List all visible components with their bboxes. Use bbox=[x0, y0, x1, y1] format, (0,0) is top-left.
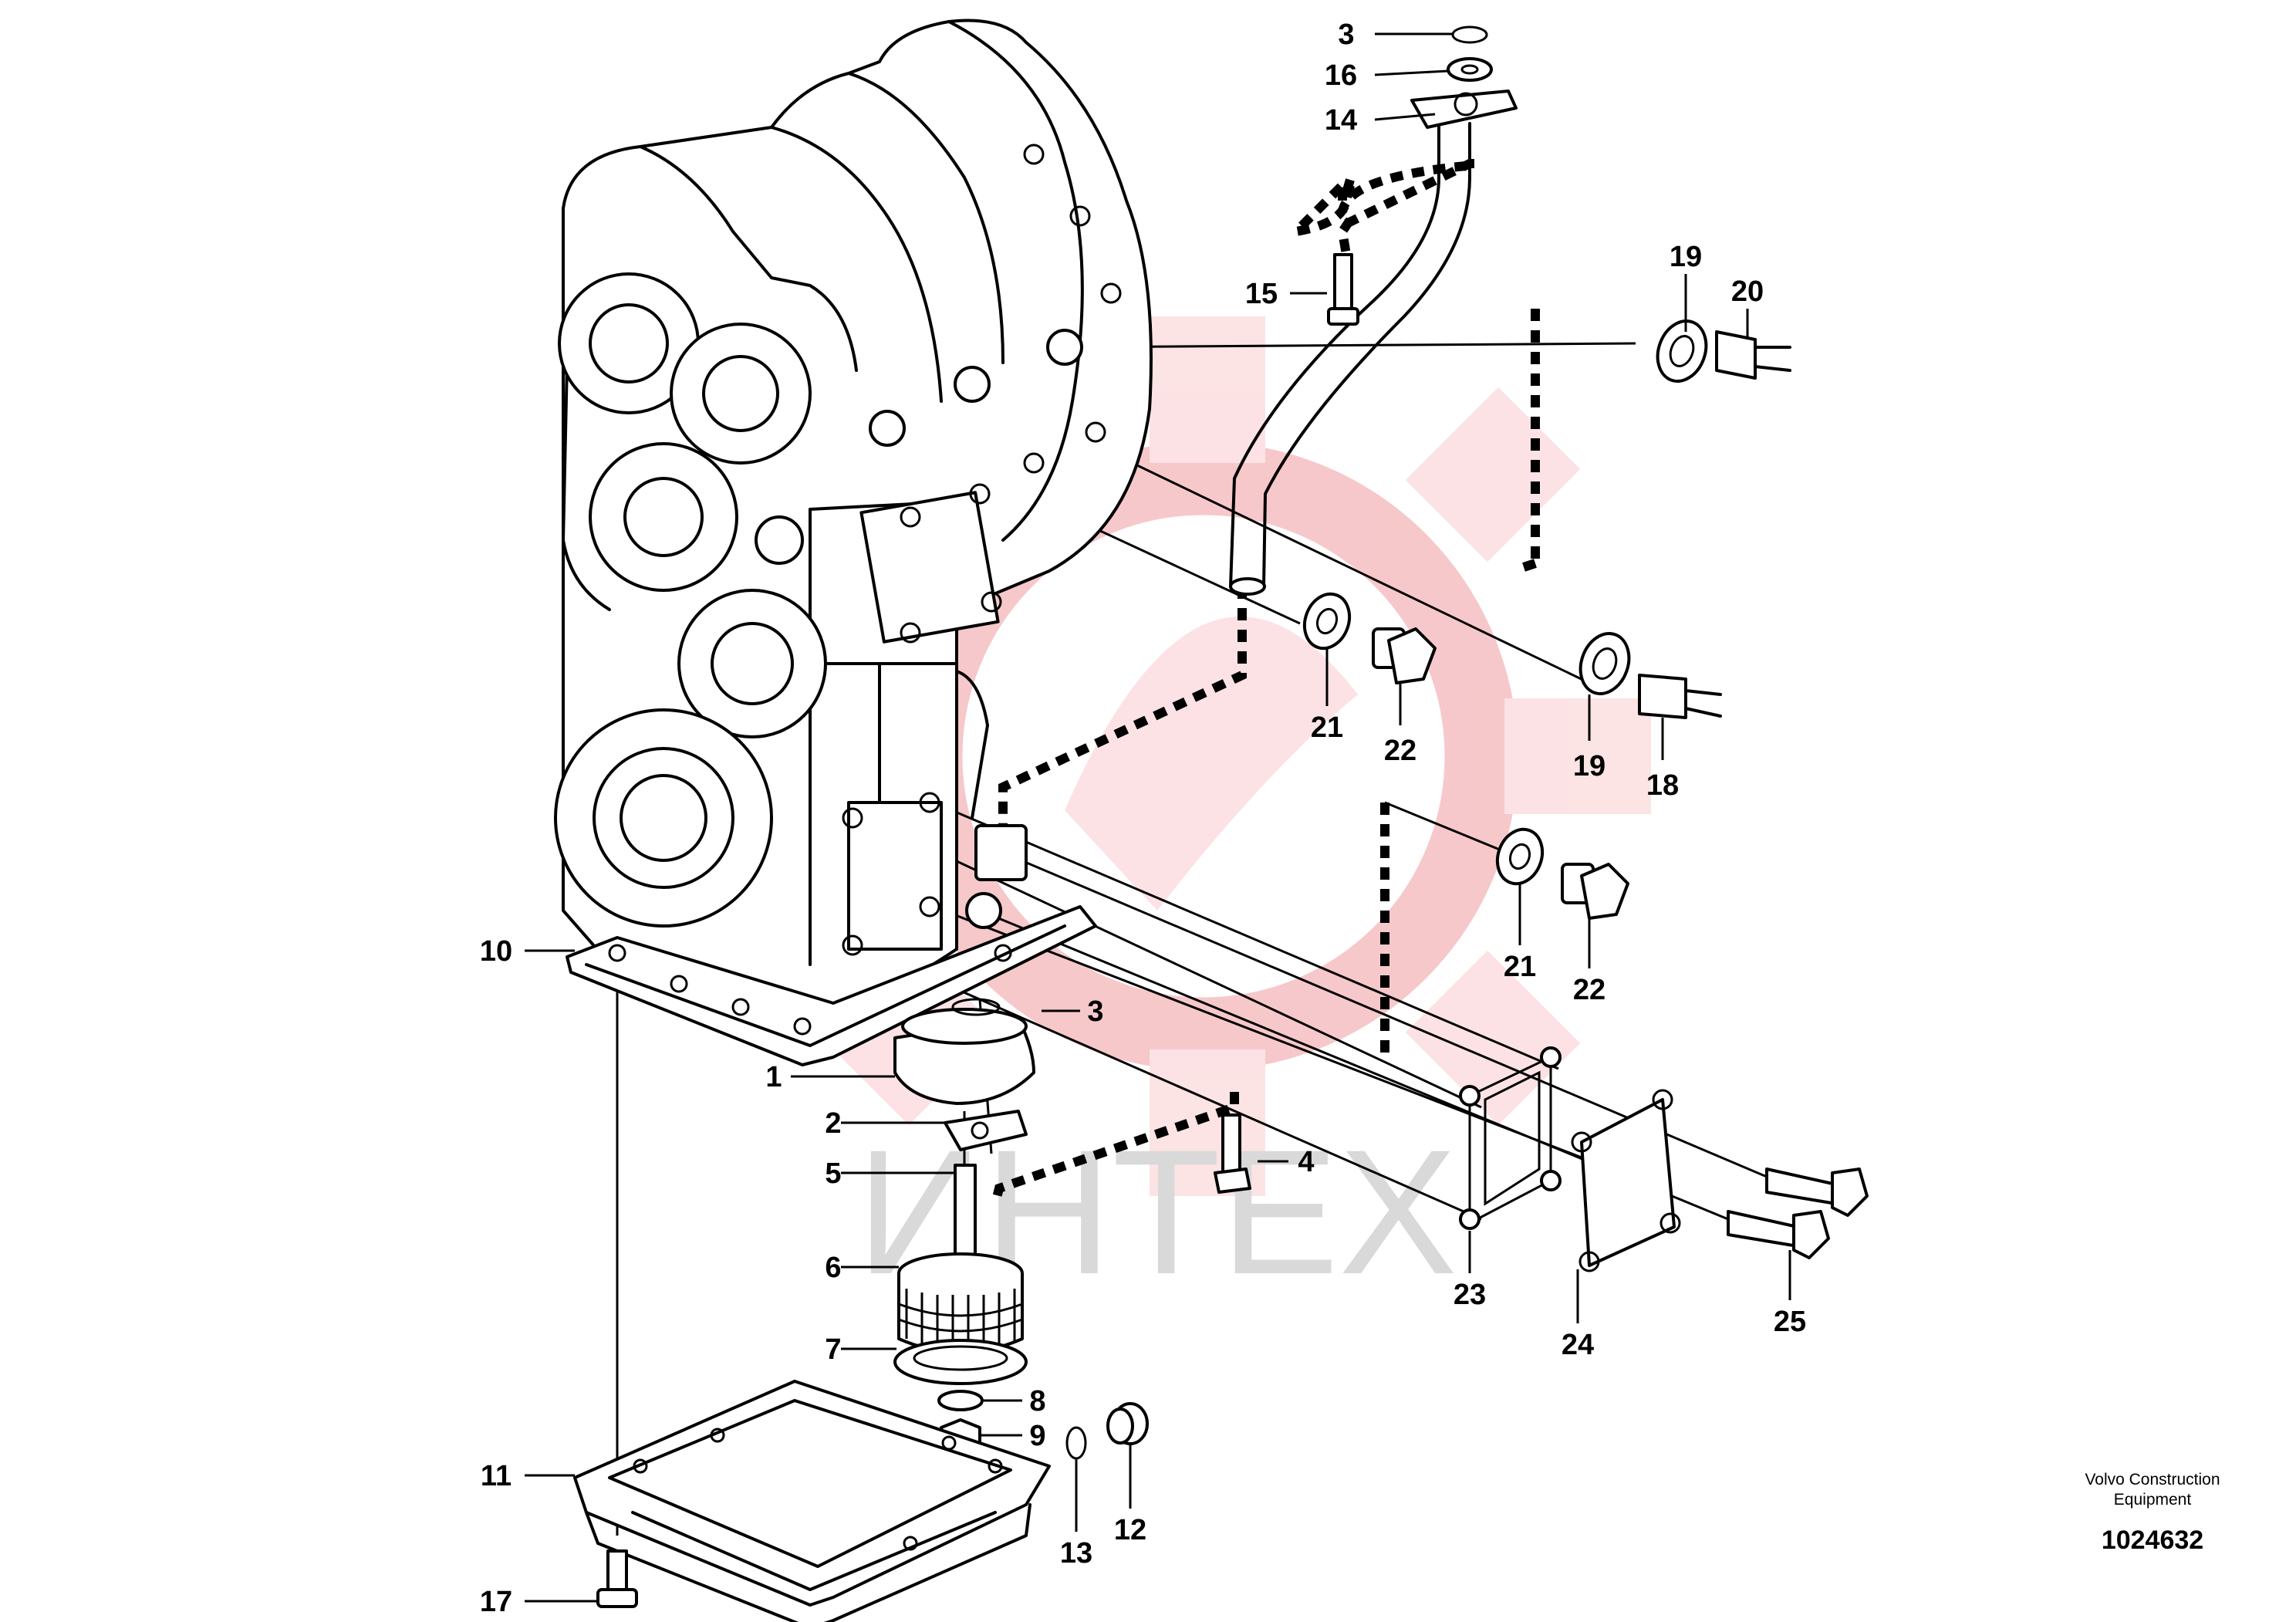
part-4-bolt bbox=[1214, 1113, 1251, 1194]
part-21-washer-lower bbox=[1495, 827, 1545, 886]
callout-19-lower: 19 bbox=[1573, 750, 1606, 782]
callout-11: 11 bbox=[481, 1460, 512, 1492]
callout-19-upper: 19 bbox=[1670, 241, 1702, 273]
callout-24: 24 bbox=[1562, 1329, 1594, 1361]
part-21-washer-upper bbox=[1302, 592, 1352, 650]
part-18-pressure-sensor bbox=[1638, 674, 1722, 719]
callout-12: 12 bbox=[1114, 1514, 1146, 1546]
part-20-temperature-sensor bbox=[1715, 330, 1791, 380]
callout-25: 25 bbox=[1774, 1306, 1806, 1338]
transmission-housing bbox=[554, 19, 1153, 1066]
callout-22-lower: 22 bbox=[1573, 974, 1606, 1006]
callout-20: 20 bbox=[1731, 275, 1764, 308]
callout-2: 2 bbox=[825, 1107, 841, 1140]
part-6-filter-screen bbox=[897, 1252, 1024, 1354]
part-13-o-ring bbox=[1065, 1426, 1087, 1460]
callout-17: 16 bbox=[1325, 59, 1357, 92]
part-3-o-ring-top bbox=[1451, 25, 1488, 44]
part-11-oil-pan bbox=[573, 1380, 1051, 1622]
part-19-washer-upper bbox=[1656, 319, 1708, 383]
callout-labels: 3 16 14 15 19 20 21 22 19 18 21 22 10 3 … bbox=[480, 19, 1806, 1618]
part-1-strainer-housing bbox=[893, 1008, 1035, 1105]
drawing-number: 1024632 bbox=[2101, 1526, 2204, 1555]
callout-14: 17 bbox=[480, 1586, 512, 1618]
callout-22-upper: 22 bbox=[1384, 735, 1416, 767]
callout-15: 14 bbox=[1325, 104, 1357, 137]
callout-16: 15 bbox=[1245, 278, 1278, 310]
callout-21-lower: 21 bbox=[1504, 951, 1536, 983]
callout-13: 13 bbox=[1060, 1537, 1092, 1570]
leader-lines bbox=[525, 32, 1791, 1603]
callout-7: 7 bbox=[825, 1333, 841, 1366]
callout-3-top: 3 bbox=[1338, 19, 1354, 51]
part-16-bolt bbox=[1327, 253, 1359, 326]
part-3-o-ring-lower bbox=[951, 998, 1001, 1016]
part-19-washer-lower bbox=[1578, 632, 1631, 695]
part-12-plug bbox=[1106, 1402, 1149, 1445]
callout-10: 10 bbox=[480, 935, 512, 968]
callout-9: 9 bbox=[1029, 1420, 1045, 1452]
part-24-cover-plate bbox=[1571, 1089, 1681, 1272]
part-22-drain-plug-upper bbox=[1372, 627, 1437, 684]
part-8-washer bbox=[937, 1390, 984, 1411]
drawing-caption: Volvo Construction Equipment 1024632 bbox=[2037, 1470, 2268, 1556]
callout-8: 8 bbox=[1029, 1385, 1045, 1418]
callout-6: 6 bbox=[825, 1252, 841, 1284]
part-23-gasket bbox=[1459, 1046, 1562, 1230]
part-7-seal-ring bbox=[893, 1339, 1028, 1385]
callout-21-upper: 21 bbox=[1311, 711, 1343, 744]
callout-3-lower: 3 bbox=[1087, 995, 1103, 1028]
part-2-gasket bbox=[944, 1110, 1028, 1151]
oil-suction-pipe bbox=[1229, 90, 1518, 596]
callout-23: 23 bbox=[1454, 1279, 1486, 1311]
callout-5: 5 bbox=[825, 1157, 841, 1190]
publisher-name-line1: Volvo Construction bbox=[2085, 1471, 2220, 1489]
callout-18: 18 bbox=[1646, 769, 1679, 802]
part-25-bolt-lower bbox=[1727, 1210, 1830, 1259]
publisher-name-line2: Equipment bbox=[2113, 1491, 2192, 1509]
part-22-drain-plug-lower bbox=[1561, 863, 1629, 920]
part-5-stud bbox=[954, 1164, 977, 1267]
callout-4: 4 bbox=[1298, 1146, 1314, 1178]
callout-1: 1 bbox=[765, 1061, 782, 1093]
part-14-bolt bbox=[596, 1549, 638, 1608]
part-17-washer bbox=[1447, 57, 1493, 82]
part-25-bolt-upper bbox=[1765, 1168, 1869, 1217]
